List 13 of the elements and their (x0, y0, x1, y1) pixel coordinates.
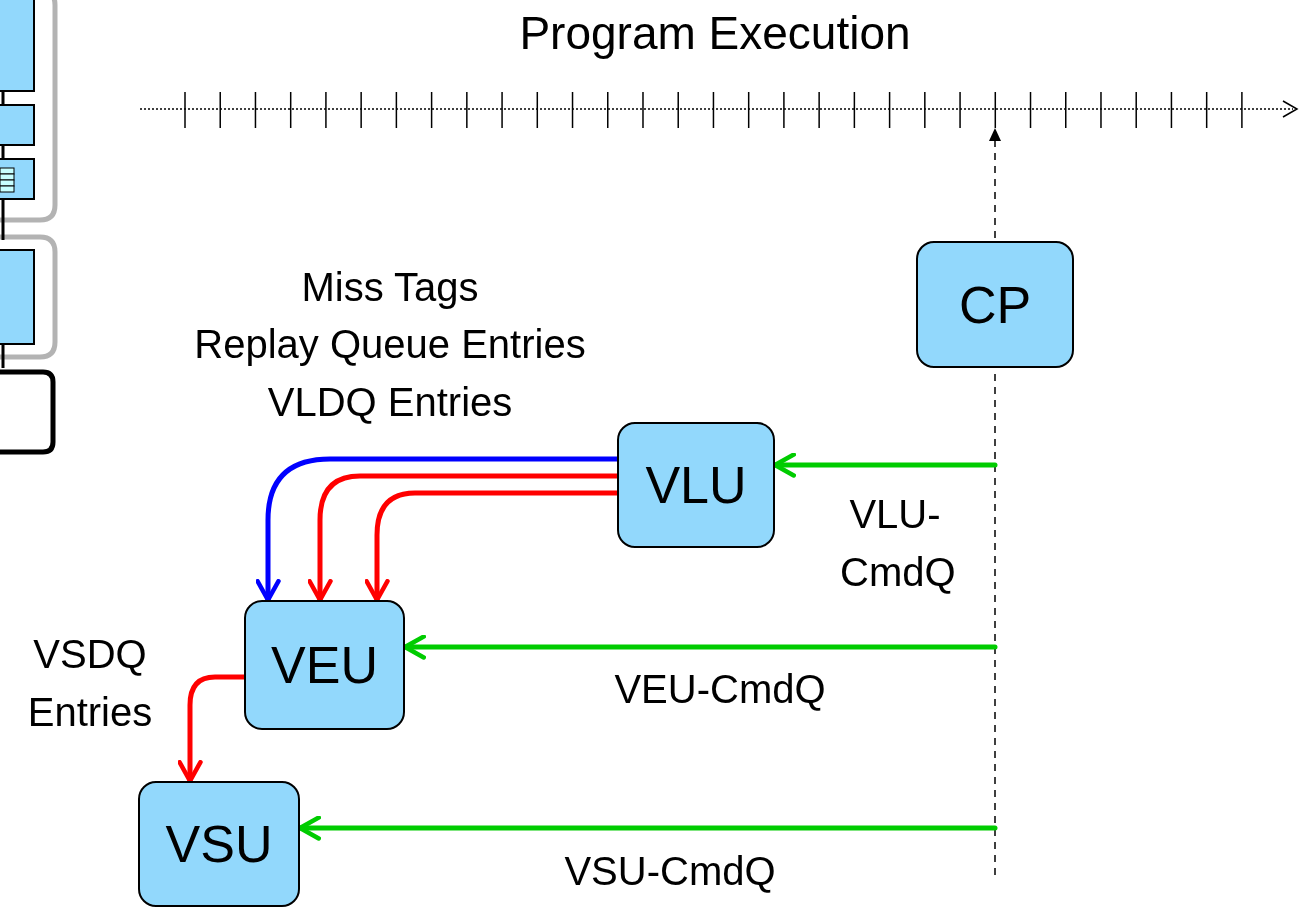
annotation-text: VSDQ Entries (26, 631, 154, 736)
title: Program Execution (518, 6, 912, 61)
unit-box (916, 241, 1074, 368)
unit-name: CP (958, 278, 1032, 331)
unit-box (617, 422, 775, 548)
annotation-text: Miss Tags (300, 264, 480, 311)
unit-box (244, 600, 405, 730)
unit-name: VLU (645, 459, 747, 511)
unit-name: VSU (165, 818, 273, 870)
unit-box (138, 781, 300, 907)
annotation-text: VLDQ Entries (266, 379, 514, 426)
unit-name: VEU (271, 639, 378, 691)
annotation-text: Replay Queue Entries (193, 321, 587, 368)
